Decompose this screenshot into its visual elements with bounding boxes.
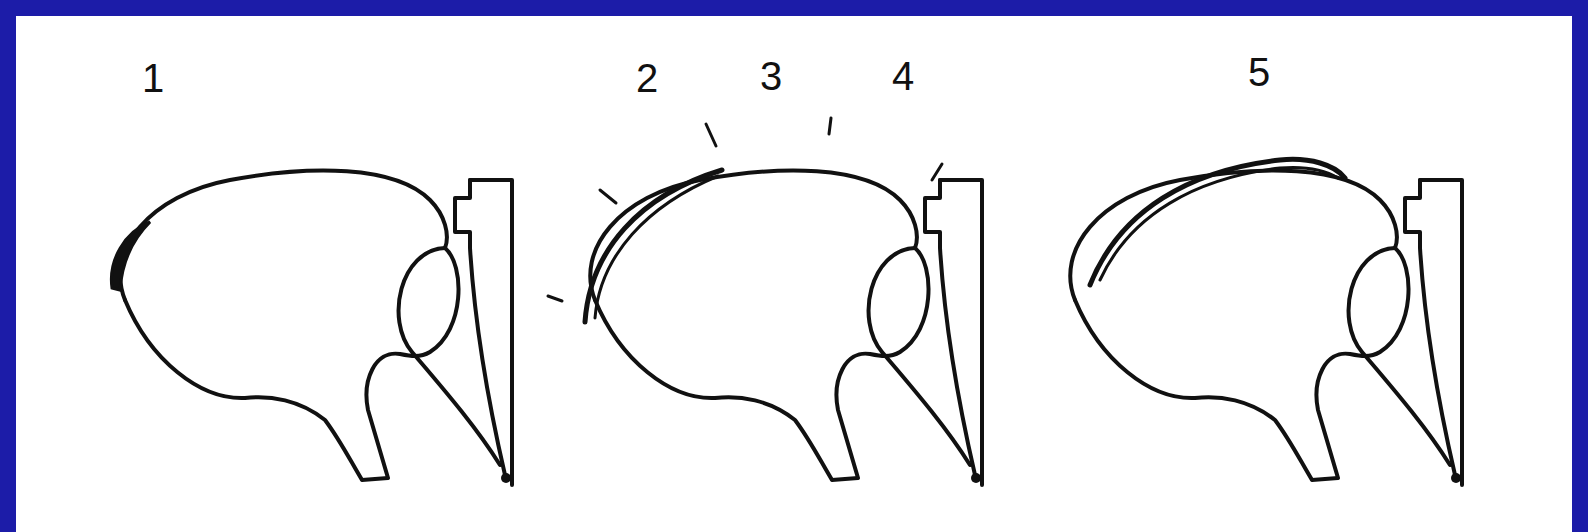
apophysis-cap: [1090, 159, 1345, 285]
stage-number: 4: [892, 56, 914, 96]
pelvis-outline: [1070, 170, 1462, 485]
coccyx-dot: [1451, 473, 1461, 483]
apophysis-cap: [585, 170, 722, 322]
white-panel: [16, 16, 1572, 532]
pelvis-outline: [120, 170, 512, 485]
stage-number: 2: [636, 58, 658, 98]
coccyx-dot: [971, 473, 981, 483]
stage-number: 1: [142, 58, 164, 98]
pelvis-outline: [590, 170, 982, 485]
stage-number: 5: [1248, 52, 1270, 92]
apophysis-cap: [111, 222, 150, 290]
zone-tick: [548, 118, 942, 301]
stage-number: 3: [760, 56, 782, 96]
coccyx-dot: [501, 473, 511, 483]
apophysis-cap: [1100, 167, 1338, 280]
apophysis-cap: [595, 176, 718, 318]
